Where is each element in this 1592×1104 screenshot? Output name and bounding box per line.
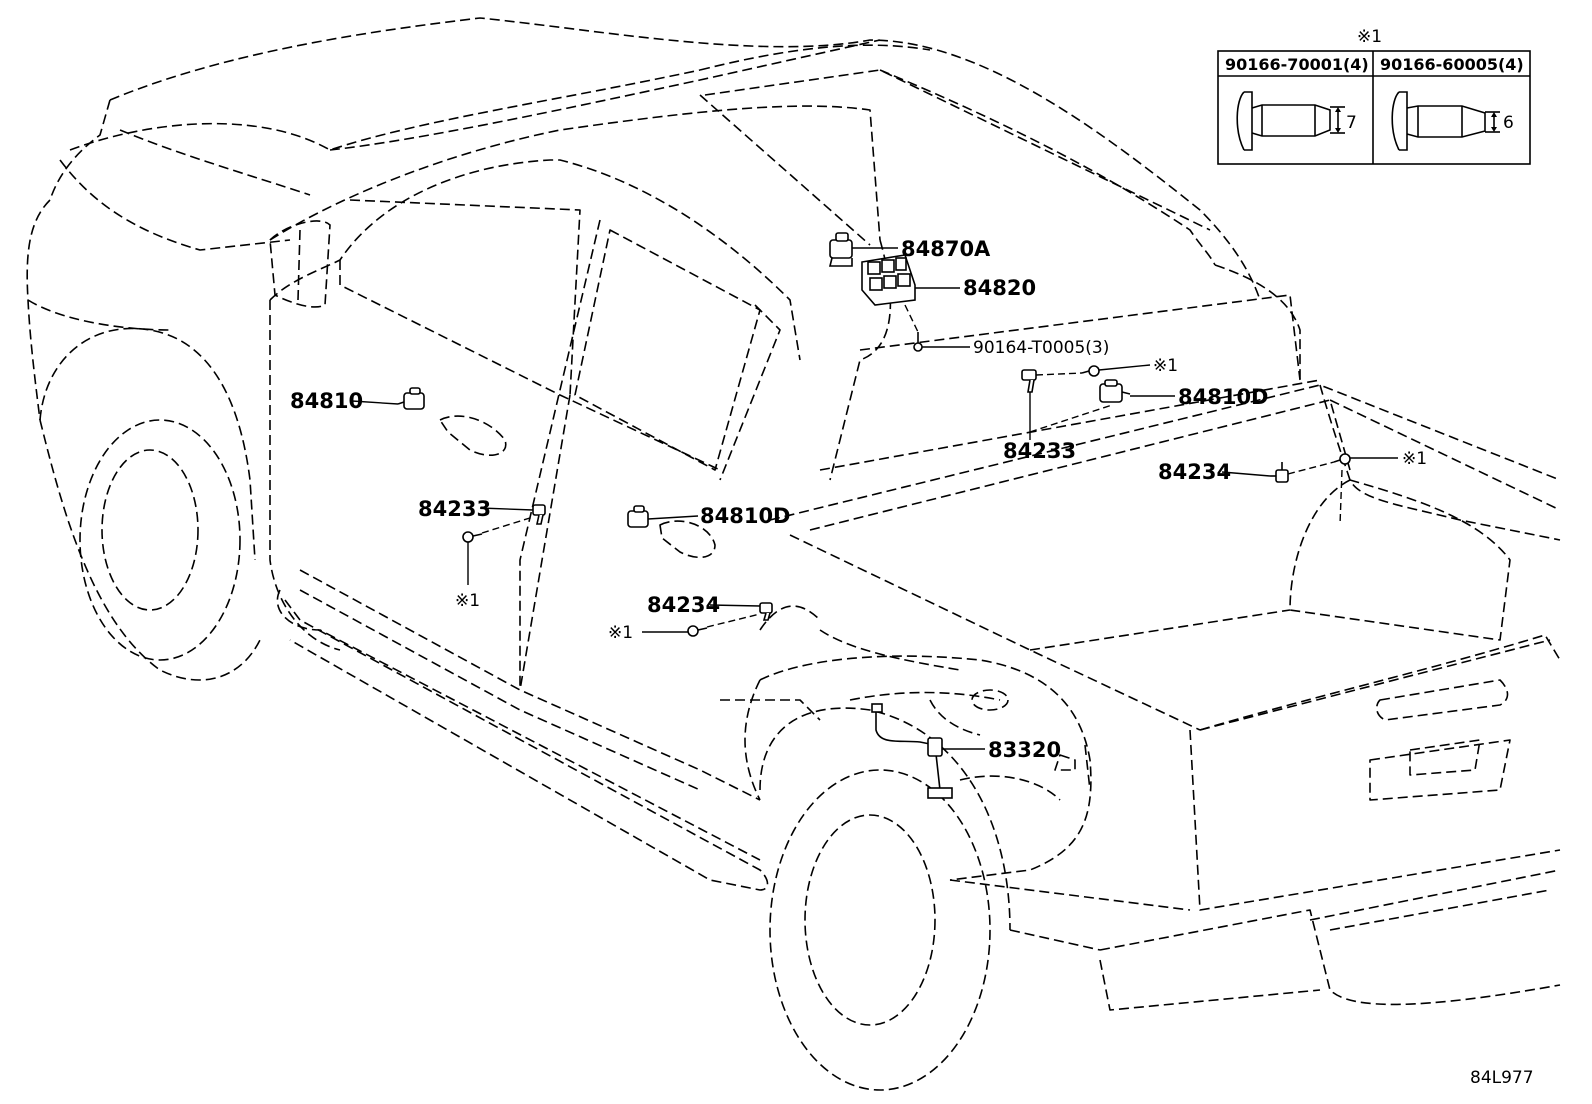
callout-labels: 84870A 84820 90164-T0005(3) ※1 84810D 84… <box>290 237 1427 762</box>
label-marker-rear: ※1 <box>1153 356 1178 376</box>
switch-84810d-left-shape <box>627 505 649 528</box>
label-84810: 84810 <box>290 389 363 413</box>
switch-84810d-rear-shape <box>1099 379 1131 403</box>
sensor-84234-bed-shape <box>1270 462 1289 483</box>
label-84234-bed: 84234 <box>1158 460 1231 484</box>
leader-lines <box>351 247 1398 750</box>
label-84820: 84820 <box>963 276 1036 300</box>
fuel-gauge-83320-shape <box>871 703 953 799</box>
switch-84820-shape <box>861 254 916 306</box>
component-drawings <box>397 232 1351 799</box>
dimension-7: 7 <box>1346 113 1357 133</box>
switch-84870a-shape <box>828 232 853 267</box>
sensor-84233-rear-shape <box>1021 369 1037 393</box>
switch-84810-front-shape <box>397 387 425 410</box>
screw-bed-shape <box>1333 453 1351 465</box>
label-marker-left: ※1 <box>608 623 633 643</box>
bolt-60005-drawing: 6 <box>1391 91 1514 151</box>
sensor-84234-left-shape <box>759 602 773 621</box>
label-84234-left: 84234 <box>647 593 720 617</box>
label-90164: 90164-T0005(3) <box>973 338 1109 358</box>
label-83320: 83320 <box>988 738 1061 762</box>
vehicle-outline <box>26 17 1561 1091</box>
dimension-6: 6 <box>1503 113 1514 133</box>
screw-left-shape <box>687 625 708 637</box>
label-marker-bed: ※1 <box>1402 449 1427 469</box>
table-marker: ※1 <box>1357 27 1382 47</box>
label-84870a: 84870A <box>901 237 991 261</box>
label-84810d-left: 84810D <box>700 504 791 528</box>
bolt-70001-drawing: 7 <box>1236 91 1357 151</box>
screw-front-door-shape <box>462 531 483 543</box>
label-marker-front-door: ※1 <box>455 591 480 611</box>
label-84233-front: 84233 <box>418 497 491 521</box>
label-84233-rear: 84233 <box>1003 439 1076 463</box>
sensor-84233-front-shape <box>532 504 546 525</box>
table-col1-part: 90166-70001(4) <box>1225 55 1369 74</box>
screw-rear-shape <box>1081 365 1100 377</box>
fastener-table: ※1 90166-70001(4) 90166-60005(4) 7 <box>1217 27 1531 165</box>
table-col2-part: 90166-60005(4) <box>1380 55 1524 74</box>
diagram-code: 84L977 <box>1470 1068 1534 1088</box>
label-84810d-rear: 84810D <box>1178 385 1269 409</box>
